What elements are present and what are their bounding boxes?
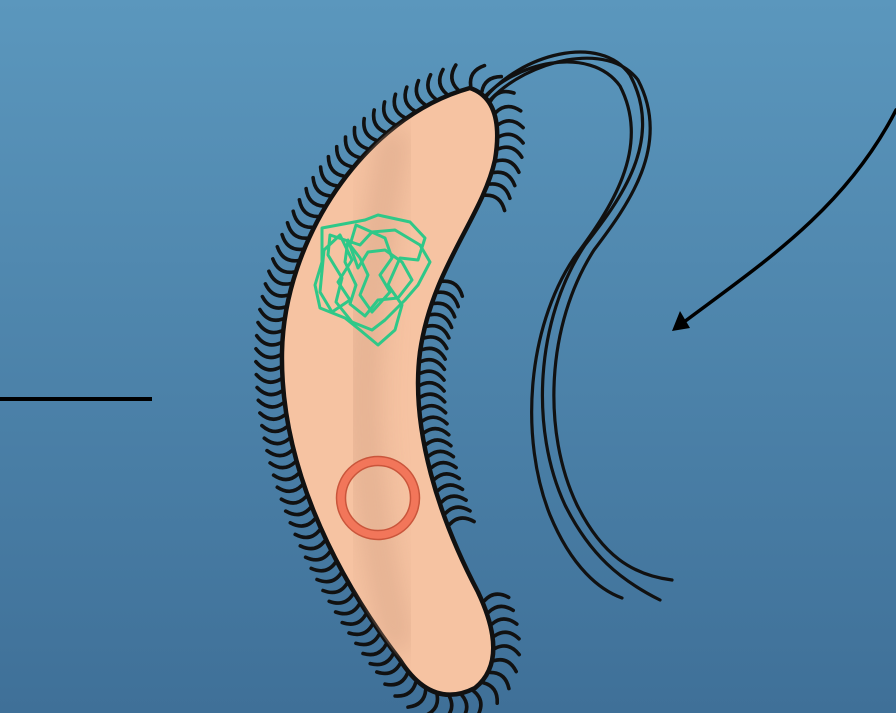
bacterium-diagram bbox=[0, 0, 896, 713]
diagram-canvas bbox=[0, 0, 896, 713]
